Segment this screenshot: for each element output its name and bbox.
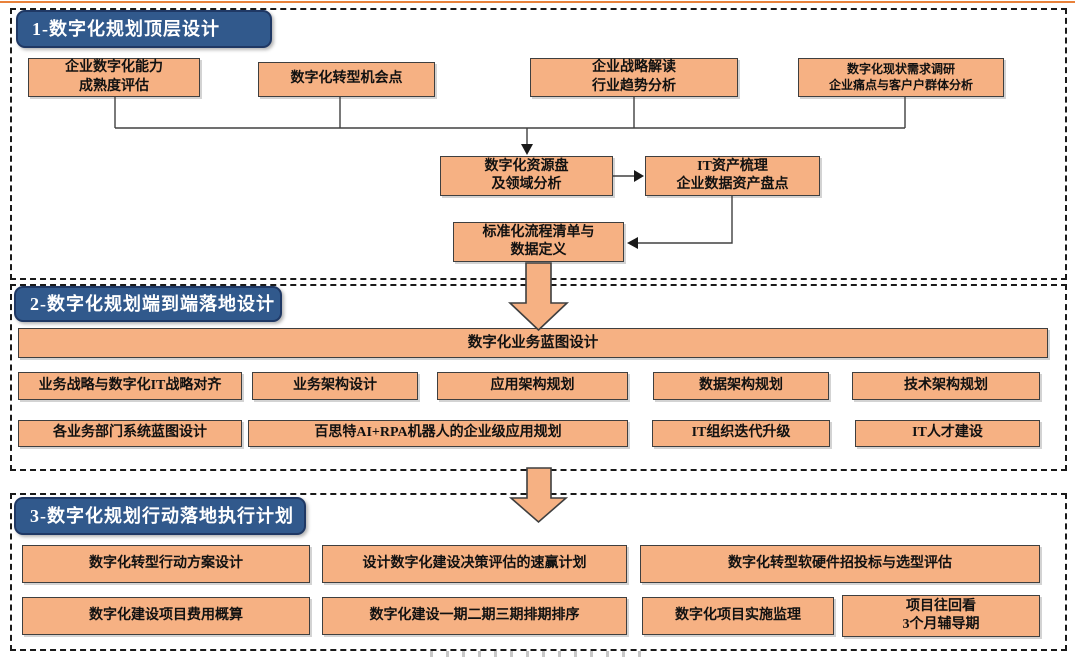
box-action-plan-design: 数字化转型行动方案设计 (22, 545, 310, 583)
box-quick-win-plan: 设计数字化建设决策评估的速赢计划 (322, 545, 627, 583)
box-implementation-supervision: 数字化项目实施监理 (642, 597, 834, 635)
box-strategy-interpretation: 企业战略解读 行业趋势分析 (530, 58, 738, 97)
top-orange-rule (0, 1, 1075, 3)
box-data-architecture: 数据架构规划 (653, 372, 829, 400)
box-tech-architecture: 技术架构规划 (852, 372, 1040, 400)
box-dept-system-blueprint: 各业务部门系统蓝图设计 (18, 420, 242, 447)
blueprint-bar: 数字化业务蓝图设计 (18, 328, 1048, 358)
box-it-talent: IT人才建设 (855, 420, 1040, 447)
box-ai-rpa-planning: 百思特AI+RPA机器人的企业级应用规划 (248, 420, 628, 447)
box-phase-scheduling: 数字化建设一期二期三期排期排序 (322, 597, 627, 635)
box-application-architecture: 应用架构规划 (437, 372, 628, 400)
box-current-state-research: 数字化现状需求调研 企业痛点与客户户群体分析 (798, 58, 1004, 97)
box-biz-strategy-alignment: 业务战略与数字化IT战略对齐 (18, 372, 242, 400)
box-digital-resource-inventory: 数字化资源盘 及领域分析 (440, 156, 613, 196)
section2-title: 2-数字化规划端到端落地设计 (14, 286, 282, 322)
box-it-asset-review: IT资产梳理 企业数据资产盘点 (645, 156, 820, 196)
box-bidding-evaluation: 数字化转型软硬件招投标与选型评估 (640, 545, 1040, 583)
box-capability-maturity: 企业数字化能力 成熟度评估 (28, 58, 200, 97)
box-it-org-upgrade: IT组织迭代升级 (652, 420, 830, 447)
box-business-architecture: 业务架构设计 (252, 372, 418, 400)
box-transformation-opportunity: 数字化转型机会点 (258, 62, 435, 97)
box-project-review-coaching: 项目往回看 3个月辅导期 (842, 595, 1040, 637)
box-standard-process-list: 标准化流程清单与 数据定义 (453, 222, 624, 262)
box-project-cost-estimate: 数字化建设项目费用概算 (22, 597, 310, 635)
section1-title: 1-数字化规划顶层设计 (16, 10, 272, 48)
truncated-caption (430, 651, 645, 657)
section3-title: 3-数字化规划行动落地执行计划 (14, 497, 306, 535)
